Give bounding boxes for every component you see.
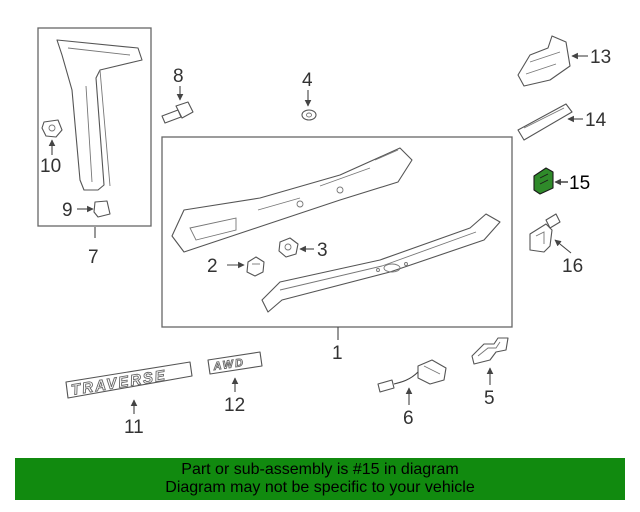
- callout-1: 1: [332, 343, 343, 364]
- callout-12: 12: [224, 395, 245, 416]
- bowtie-emblem-part-5[interactable]: [471, 337, 509, 365]
- molding-part-14[interactable]: [517, 103, 573, 141]
- part-info-banner: Part or sub-assembly is #15 in diagram D…: [15, 458, 625, 500]
- callout-3: 3: [317, 240, 328, 261]
- liftgate-group-frame: [161, 136, 513, 328]
- traverse-emblem-part-11[interactable]: TRAVERSE: [65, 361, 193, 399]
- washer-part-4[interactable]: [301, 109, 317, 121]
- lower-applique-part[interactable]: [261, 213, 501, 313]
- callout-11: 11: [124, 417, 144, 438]
- pillar-group-frame: [37, 27, 152, 227]
- banner-line-disclaimer: Diagram may not be specific to your vehi…: [165, 479, 475, 496]
- callout-9: 9: [62, 200, 73, 221]
- banner-line-part-number: Part or sub-assembly is #15 in diagram: [181, 461, 459, 478]
- nut-part-3[interactable]: [278, 237, 299, 258]
- callout-2: 2: [207, 256, 218, 277]
- part-15-body: [533, 167, 554, 195]
- clip-part-10[interactable]: [41, 119, 63, 138]
- callout-4: 4: [302, 70, 313, 91]
- callout-6: 6: [403, 408, 414, 429]
- bolt-part-8[interactable]: [161, 101, 194, 124]
- callout-7: 7: [88, 247, 99, 268]
- callout-5: 5: [484, 388, 495, 409]
- callout-16: 16: [562, 256, 583, 277]
- callout-8: 8: [173, 66, 184, 87]
- applique-bracket-part[interactable]: [171, 147, 413, 253]
- screw-part-2[interactable]: [246, 256, 265, 277]
- bracket-part-16[interactable]: [529, 213, 561, 253]
- awd-emblem-text: AWD: [212, 357, 246, 373]
- callout-10: 10: [40, 156, 61, 177]
- parts-diagram: 10 9 7 8 4 1 2: [37, 27, 611, 438]
- traverse-emblem-text: TRAVERSE: [70, 367, 168, 399]
- callout-13: 13: [590, 47, 611, 68]
- callout-14: 14: [585, 110, 607, 131]
- highlighted-part-15[interactable]: [533, 167, 554, 195]
- callout-15: 15: [569, 173, 590, 194]
- wiring-harness-part-6[interactable]: [377, 359, 447, 393]
- retainer-part-9[interactable]: [93, 200, 111, 218]
- pillar-trim-part[interactable]: [56, 39, 143, 191]
- awd-emblem-part-12[interactable]: AWD: [207, 351, 263, 375]
- trim-part-13[interactable]: [517, 35, 571, 87]
